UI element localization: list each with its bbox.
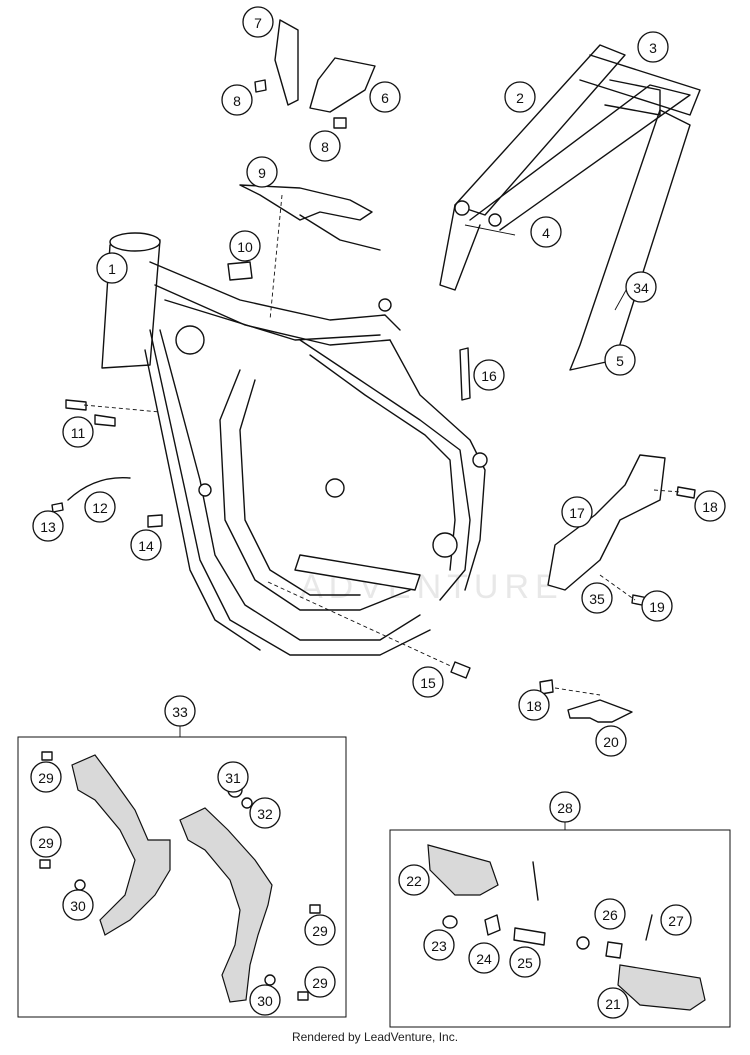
- callout-21: 21: [597, 987, 629, 1019]
- callout-label: 21: [605, 996, 621, 1012]
- callout-label: 13: [40, 519, 56, 535]
- callout-label: 18: [526, 698, 542, 714]
- callout-label: 14: [138, 538, 154, 554]
- small-parts: [51, 19, 696, 723]
- callout-label: 4: [542, 225, 550, 241]
- callout-label: 2: [516, 90, 524, 106]
- callout-31: 31: [217, 761, 249, 793]
- callout-label: 19: [649, 599, 665, 615]
- callout-28: 28: [549, 791, 581, 823]
- callout-8: 8: [221, 84, 253, 116]
- callout-label: 29: [38, 835, 54, 851]
- callout-16: 16: [473, 359, 505, 391]
- callout-17: 17: [561, 496, 593, 528]
- callout-label: 5: [616, 353, 624, 369]
- callout-5: 5: [604, 344, 636, 376]
- exploded-parts-diagram: ADVENTURE: [17, 6, 731, 1028]
- callout-10: 10: [229, 230, 261, 262]
- callout-label: 30: [257, 993, 273, 1009]
- callout-label: 32: [257, 806, 273, 822]
- callout-11: 11: [62, 416, 94, 448]
- callout-12: 12: [84, 491, 116, 523]
- subframe: [439, 44, 701, 371]
- frame-protector-group: [17, 722, 347, 1018]
- callout-label: 23: [431, 938, 447, 954]
- callout-1: 1: [96, 252, 128, 284]
- callout-label: 28: [557, 800, 573, 816]
- callout-3: 3: [637, 31, 669, 63]
- callout-label: 1: [108, 261, 116, 277]
- callout-label: 25: [517, 955, 533, 971]
- callout-14: 14: [130, 529, 162, 561]
- callout-label: 12: [92, 500, 108, 516]
- callout-label: 9: [258, 165, 266, 181]
- callout-29: 29: [30, 826, 62, 858]
- callout-23: 23: [423, 929, 455, 961]
- callout-7: 7: [242, 6, 274, 38]
- callout-34: 34: [625, 271, 657, 303]
- callout-30: 30: [62, 889, 94, 921]
- callout-label: 11: [71, 425, 86, 441]
- callout-33: 33: [164, 695, 196, 727]
- callout-13: 13: [32, 510, 64, 542]
- footrest-group: [389, 818, 731, 1028]
- callout-label: 10: [237, 239, 253, 255]
- callout-label: 18: [702, 499, 718, 515]
- callout-29: 29: [30, 761, 62, 793]
- callout-9: 9: [246, 156, 278, 188]
- callout-label: 20: [603, 734, 619, 750]
- callout-label: 34: [633, 280, 649, 296]
- callout-label: 8: [233, 93, 241, 109]
- callout-8: 8: [309, 130, 341, 162]
- footer-credit: Rendered by LeadVenture, Inc.: [291, 1030, 459, 1044]
- callout-29: 29: [304, 966, 336, 998]
- callout-label: 35: [589, 591, 605, 607]
- callout-30: 30: [249, 984, 281, 1016]
- callout-label: 29: [312, 923, 328, 939]
- callout-label: 17: [569, 505, 585, 521]
- callout-label: 29: [312, 975, 328, 991]
- callout-label: 15: [420, 675, 436, 691]
- callout-32: 32: [249, 797, 281, 829]
- callout-26: 26: [594, 898, 626, 930]
- callout-18: 18: [518, 689, 550, 721]
- callout-label: 3: [649, 40, 657, 56]
- callout-24: 24: [468, 942, 500, 974]
- callout-6: 6: [369, 81, 401, 113]
- callout-25: 25: [509, 946, 541, 978]
- callout-20: 20: [595, 725, 627, 757]
- callout-19: 19: [641, 590, 673, 622]
- callout-15: 15: [412, 666, 444, 698]
- callout-label: 8: [321, 139, 329, 155]
- callout-label: 24: [476, 951, 492, 967]
- callout-label: 33: [172, 704, 188, 720]
- callout-4: 4: [530, 216, 562, 248]
- main-frame: [101, 232, 488, 656]
- callout-label: 27: [668, 913, 684, 929]
- callout-label: 16: [481, 368, 497, 384]
- callout-label: 30: [70, 898, 86, 914]
- callout-label: 29: [38, 770, 54, 786]
- callout-label: 7: [254, 15, 262, 31]
- callout-label: 6: [381, 90, 389, 106]
- callout-label: 31: [225, 770, 241, 786]
- callout-22: 22: [398, 864, 430, 896]
- callout-29: 29: [304, 914, 336, 946]
- callout-35: 35: [581, 582, 613, 614]
- callout-27: 27: [660, 904, 692, 936]
- callout-18: 18: [694, 490, 726, 522]
- callout-label: 22: [406, 873, 422, 889]
- callout-2: 2: [504, 81, 536, 113]
- callout-label: 26: [602, 907, 618, 923]
